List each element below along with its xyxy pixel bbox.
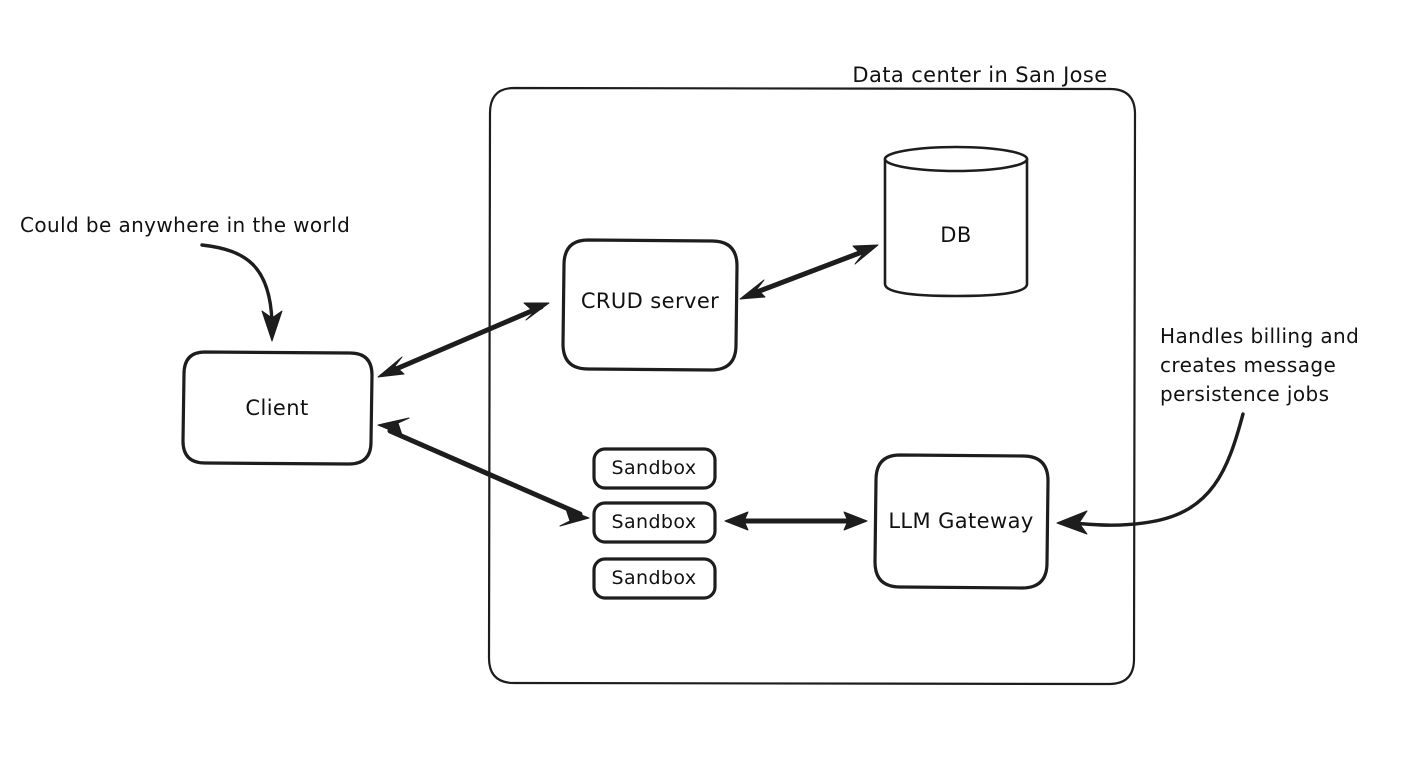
node-sandbox-1-label: Sandbox <box>611 457 697 479</box>
arrowhead-to-llm-gateway <box>843 511 868 531</box>
node-sandbox-2-shape[interactable] <box>592 501 717 544</box>
arrowhead-to-sandbox <box>559 508 590 527</box>
annotation-gateway-note-line-3: persistence jobs <box>1160 382 1330 406</box>
node-crud-server-label: CRUD server <box>580 289 720 313</box>
annotation-gateway-note-line-1: Handles billing and <box>1160 324 1360 348</box>
node-db-label: DB <box>940 223 972 247</box>
arrowhead-to-crud-server <box>523 302 550 321</box>
connector-crud-server-db <box>739 244 879 300</box>
arrowhead-to-client-upper <box>377 356 405 378</box>
arrowhead-to-llm-gateway-note <box>1056 510 1088 535</box>
arrowhead-to-sandbox-from-gateway <box>724 511 749 531</box>
connector-client-crud-server <box>377 302 550 378</box>
node-db-body[interactable] <box>883 157 1029 298</box>
arrowhead-to-client-note <box>261 310 283 342</box>
node-sandbox-2-label: Sandbox <box>611 511 697 533</box>
connector-note-to-client <box>200 243 283 342</box>
connector-sandbox-llm-gateway <box>724 511 868 531</box>
annotation-client-note: Could be anywhere in the world <box>20 213 351 237</box>
connector-client-sandbox <box>377 417 590 527</box>
connector-note-to-llm-gateway <box>1056 412 1245 535</box>
data-center-container <box>487 86 1137 686</box>
annotation-gateway-note: Handles billing and creates message pers… <box>1160 322 1359 409</box>
node-db-top-ellipse <box>883 145 1029 173</box>
annotation-gateway-note-line-2: creates message <box>1160 353 1337 377</box>
node-sandbox-3-label: Sandbox <box>611 567 697 589</box>
node-llm-gateway-label: LLM Gateway <box>888 509 1034 533</box>
arrowhead-to-client-lower <box>377 417 410 436</box>
node-llm-gateway-shape[interactable] <box>873 453 1050 590</box>
node-sandbox-1-shape[interactable] <box>592 447 717 490</box>
node-client-label: Client <box>245 396 309 420</box>
node-sandbox-3-shape[interactable] <box>592 557 717 600</box>
arrowhead-to-crud-server-from-db <box>739 279 766 300</box>
data-center-title: Data center in San Jose <box>852 63 1108 87</box>
arrowhead-to-db <box>852 244 879 265</box>
node-crud-server-shape[interactable] <box>561 238 739 372</box>
node-client-shape[interactable] <box>181 350 374 466</box>
